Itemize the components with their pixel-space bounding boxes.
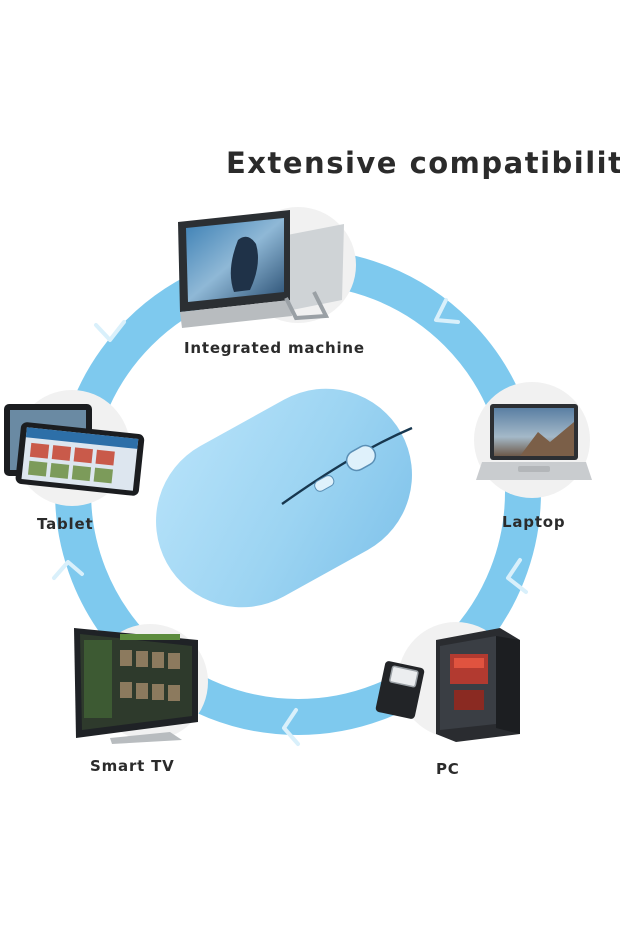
device-label-integrated-machine: Integrated machine (184, 339, 365, 357)
device-label-pc: PC (436, 760, 460, 778)
smart-tv-icon (74, 628, 198, 744)
all-in-one-computer-icon (178, 210, 344, 328)
wireless-mouse-image (156, 388, 413, 608)
tablet-icon (4, 404, 145, 496)
chevron-icon (434, 298, 460, 324)
device-label-laptop: Laptop (502, 513, 566, 531)
laptop-icon (476, 404, 592, 480)
chevron-icon (282, 708, 300, 746)
desktop-pc-icon (375, 628, 520, 742)
chevron-icon (506, 558, 528, 594)
chevron-icon (94, 320, 126, 342)
device-label-smart-tv: Smart TV (90, 757, 175, 775)
device-label-tablet: Tablet (37, 515, 94, 533)
chevron-icon (52, 560, 84, 580)
ring-chevrons (52, 298, 528, 746)
headline: Extensive compatibility (226, 146, 620, 180)
